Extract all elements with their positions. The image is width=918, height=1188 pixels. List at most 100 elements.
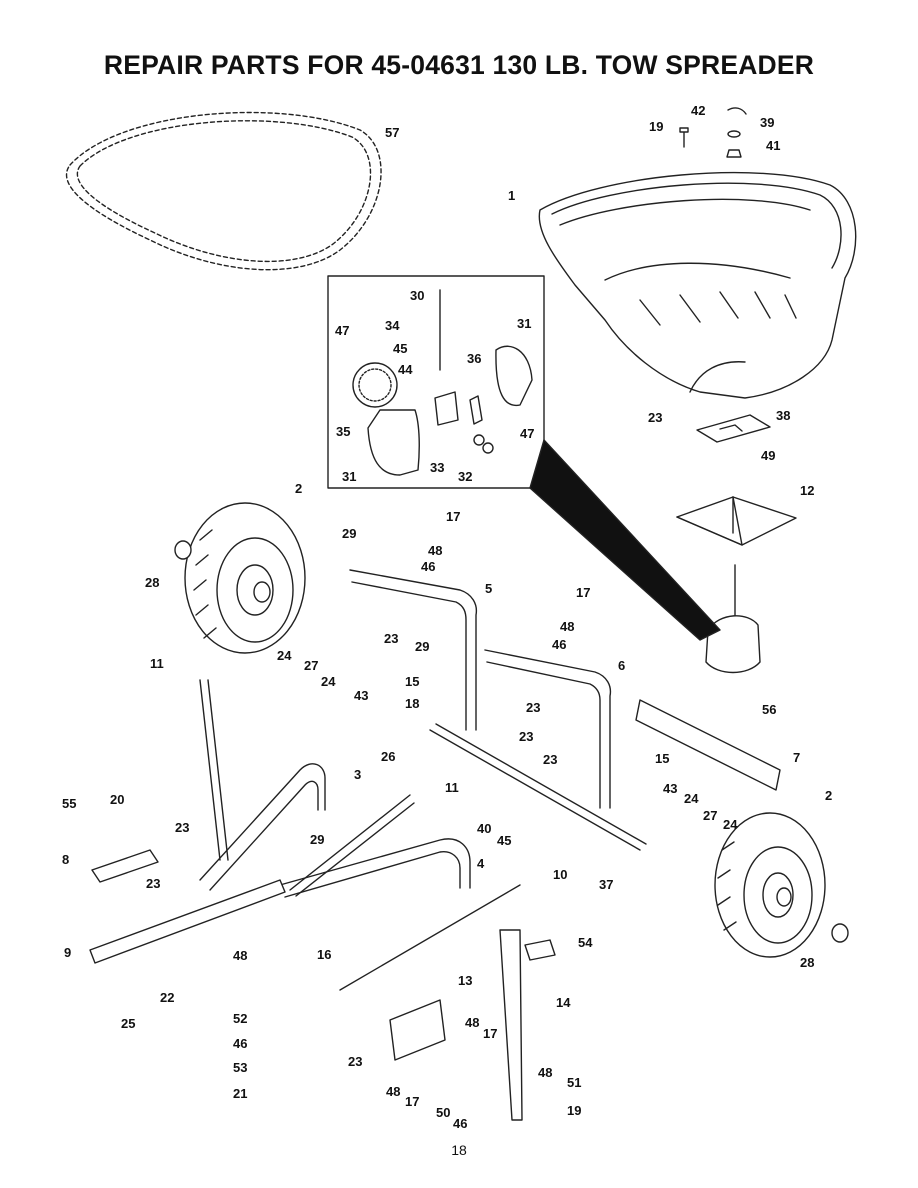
- tongue-9: [89, 879, 286, 964]
- label-11-b: 11: [445, 780, 459, 795]
- label-23-a: 23: [648, 410, 662, 425]
- label-50: 50: [436, 1105, 450, 1120]
- label-17-d: 17: [405, 1094, 419, 1109]
- rod-10: [339, 884, 521, 991]
- label-17-a: 17: [446, 509, 460, 524]
- label-32: 32: [458, 469, 472, 484]
- hubcap-28-right: [831, 923, 849, 943]
- label-31-a: 31: [517, 316, 531, 331]
- label-38: 38: [776, 408, 790, 423]
- label-9: 9: [64, 945, 71, 960]
- right-wheel-2: [714, 812, 826, 958]
- label-29-c: 29: [310, 832, 324, 847]
- label-43-b: 43: [663, 781, 677, 796]
- gearbox-assembled: [705, 564, 761, 674]
- label-44: 44: [398, 362, 413, 377]
- label-45-b: 45: [497, 833, 511, 848]
- label-24-b: 24: [321, 674, 336, 689]
- label-16: 16: [317, 947, 331, 962]
- label-15-b: 15: [655, 751, 669, 766]
- axle-tube-6: [484, 649, 612, 809]
- gasket-57: [65, 111, 382, 271]
- label-43-a: 43: [354, 688, 368, 703]
- label-56: 56: [762, 702, 776, 717]
- label-7: 7: [793, 750, 800, 765]
- bar-3: [199, 763, 326, 891]
- label-46-c: 46: [233, 1036, 247, 1051]
- label-24-c: 24: [684, 791, 699, 806]
- label-14: 14: [556, 995, 571, 1010]
- label-34: 34: [385, 318, 400, 333]
- label-46-d: 46: [453, 1116, 467, 1131]
- axle-rod-37: [429, 723, 647, 851]
- hubcap-28-left: [174, 540, 192, 560]
- label-2-right: 2: [825, 788, 832, 803]
- label-36: 36: [467, 351, 481, 366]
- label-3: 3: [354, 767, 361, 782]
- label-11-a: 11: [150, 656, 164, 671]
- label-23-f: 23: [175, 820, 189, 835]
- label-5: 5: [485, 581, 492, 596]
- spreader-plate-12: [676, 496, 797, 546]
- hitch-8: [91, 849, 159, 883]
- label-52: 52: [233, 1011, 247, 1026]
- bar-4: [279, 838, 471, 898]
- label-18: 18: [405, 696, 419, 711]
- label-6: 6: [618, 658, 625, 673]
- label-28-left: 28: [145, 575, 159, 590]
- label-49: 49: [761, 448, 775, 463]
- label-1: 1: [508, 188, 515, 203]
- top-hardware: [679, 107, 747, 158]
- label-23-d: 23: [519, 729, 533, 744]
- label-40: 40: [477, 821, 491, 836]
- label-19-bottom: 19: [567, 1103, 581, 1118]
- hopper-1: [538, 171, 857, 399]
- label-28-right: 28: [800, 955, 814, 970]
- label-47-a: 47: [335, 323, 349, 338]
- label-48-c: 48: [233, 948, 247, 963]
- label-51: 51: [567, 1075, 581, 1090]
- label-27-a: 27: [304, 658, 318, 673]
- label-48-a: 48: [428, 543, 442, 558]
- label-57: 57: [385, 125, 399, 140]
- label-33: 33: [430, 460, 444, 475]
- plate-38: [696, 414, 771, 443]
- label-37: 37: [599, 877, 613, 892]
- label-26: 26: [381, 749, 395, 764]
- label-2-left: 2: [295, 481, 302, 496]
- label-13: 13: [458, 973, 472, 988]
- label-24-d: 24: [723, 817, 738, 832]
- label-48-f: 48: [386, 1084, 400, 1099]
- label-15-a: 15: [405, 674, 419, 689]
- label-48-e: 48: [538, 1065, 552, 1080]
- label-47-b: 47: [520, 426, 534, 441]
- label-19-top: 19: [649, 119, 663, 134]
- label-23-g: 23: [146, 876, 160, 891]
- label-27-b: 27: [703, 808, 717, 823]
- label-53: 53: [233, 1060, 247, 1075]
- label-46-b: 46: [552, 637, 566, 652]
- label-25: 25: [121, 1016, 135, 1031]
- callout-labels: 57 1 42 19 39 41 30 34 47 45 44 31 36 35…: [62, 103, 832, 1131]
- label-23-c: 23: [526, 700, 540, 715]
- label-41: 41: [766, 138, 780, 153]
- bracket-13: [389, 999, 446, 1061]
- label-12: 12: [800, 483, 814, 498]
- label-10: 10: [553, 867, 567, 882]
- bracket-7: [635, 699, 781, 791]
- label-39: 39: [760, 115, 774, 130]
- label-23-b: 23: [384, 631, 398, 646]
- inset-pointer: [529, 439, 721, 641]
- label-4: 4: [477, 856, 485, 871]
- axle-tube-5: [349, 569, 478, 731]
- label-17-c: 17: [483, 1026, 497, 1041]
- left-wheel-2: [184, 502, 306, 654]
- strap-11-lower: [289, 794, 415, 897]
- label-48-b: 48: [560, 619, 574, 634]
- page-number: 18: [451, 1142, 467, 1158]
- lever-14: [499, 929, 523, 1121]
- label-24-a: 24: [277, 648, 292, 663]
- gearbox-inset-frame: [327, 275, 545, 489]
- gearbox-inset-parts: [352, 289, 533, 476]
